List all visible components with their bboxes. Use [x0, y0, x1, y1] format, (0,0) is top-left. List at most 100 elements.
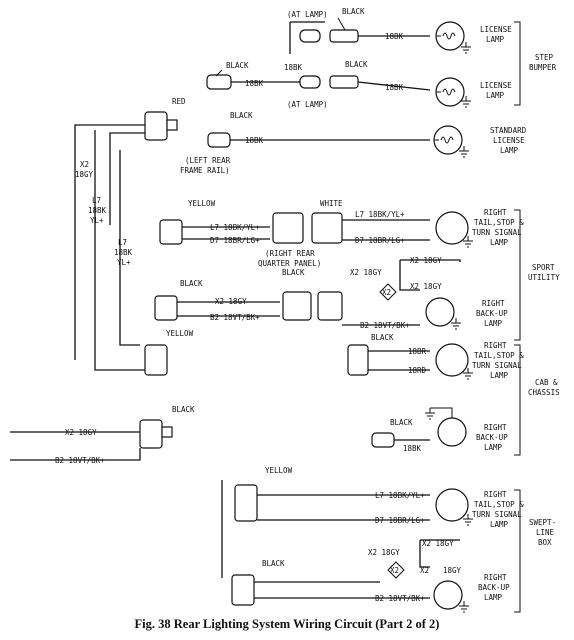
label: BLACK — [371, 333, 394, 342]
label: SPORT — [532, 263, 555, 272]
label: LAMP — [486, 35, 505, 44]
wire-label: YL+ — [90, 216, 104, 225]
ground-icon — [460, 41, 472, 54]
figure-caption: Fig. 38 Rear Lighting System Wiring Circ… — [134, 617, 440, 631]
connector — [371, 432, 395, 448]
connector — [299, 75, 321, 89]
connector — [139, 419, 163, 449]
wire-label: L7 — [92, 196, 101, 205]
connector — [311, 212, 343, 244]
label: TAIL,STOP & — [474, 218, 524, 227]
label: RIGHT — [482, 299, 505, 308]
label: TURN SIGNAL — [472, 510, 522, 519]
label: BLACK — [342, 7, 365, 16]
label: LAMP — [484, 319, 503, 328]
label: LICENSE — [480, 81, 512, 90]
wire-label: B2 18VT/BK+ — [375, 594, 425, 603]
connector — [282, 291, 312, 321]
ground-icon — [458, 600, 470, 613]
label: BOX — [538, 538, 552, 547]
label: BLACK — [226, 61, 249, 70]
wire-label: X2 18GY — [368, 548, 400, 557]
tail-lamp — [435, 211, 469, 245]
connector — [329, 29, 359, 43]
wire-label: L7 — [118, 238, 127, 247]
wire-label: X2 — [420, 566, 429, 575]
wire-label: 18BK — [245, 79, 264, 88]
backup-lamp — [433, 580, 463, 610]
wire-label: B2 18VT/BK+ — [55, 456, 105, 465]
label: BLACK — [172, 405, 195, 414]
label: YELLOW — [265, 466, 293, 475]
cab-chassis-section: BLACK 18BR 18RD YELLOW RIGHT TAIL,STOP &… — [10, 329, 560, 465]
label: BLACK — [180, 279, 203, 288]
label: (AT LAMP) — [287, 100, 328, 109]
label: TURN SIGNAL — [472, 361, 522, 370]
connector — [144, 111, 168, 141]
label: LICENSE — [480, 25, 512, 34]
connector — [317, 291, 343, 321]
label: CHASSIS — [528, 388, 560, 397]
label: LAMP — [486, 91, 505, 100]
label: X2 — [382, 288, 391, 297]
connector — [207, 132, 231, 148]
wire-label: X2 18GY — [215, 297, 247, 306]
label: (AT LAMP) — [287, 10, 328, 19]
label: RIGHT — [484, 573, 507, 582]
label: BACK-UP — [476, 309, 508, 318]
label: LAMP — [484, 443, 503, 452]
license-lamp — [435, 21, 465, 51]
wire-label: 18BK — [245, 136, 264, 145]
label: UTILITY — [528, 273, 560, 282]
label: WHITE — [320, 199, 343, 208]
connector — [154, 295, 178, 321]
wire-label: D7 18BR/LG+ — [210, 236, 260, 245]
label: (LEFT REAR — [185, 156, 231, 165]
label: LINE — [536, 528, 555, 537]
tail-lamp — [435, 488, 469, 522]
wire-label: L7 18BK/YL+ — [210, 223, 260, 232]
label: BLACK — [282, 268, 305, 277]
label: BUMPER — [529, 63, 557, 72]
connector — [329, 75, 359, 89]
backup-lamp — [437, 417, 467, 447]
wire-label: X2 — [80, 160, 89, 169]
wire-label: 18BK — [88, 206, 107, 215]
wire-label: YL+ — [117, 258, 131, 267]
swept-line-section: YELLOW L7 18BK/YL+ D7 18BR/LG+ RIGHT TAI… — [221, 466, 556, 613]
wire-label: D7 18BR/LG+ — [355, 236, 405, 245]
splice-diamond — [387, 561, 405, 579]
label: YELLOW — [188, 199, 216, 208]
label: TAIL,STOP & — [474, 500, 524, 509]
label: QUARTER PANEL) — [258, 259, 321, 268]
wire-label: L7 18BK/YL+ — [375, 491, 425, 500]
label: LAMP — [500, 146, 519, 155]
label: X2 — [390, 566, 399, 575]
label: LAMP — [490, 520, 509, 529]
label: RIGHT — [484, 423, 507, 432]
sport-utility-section: YELLOW L7 18BK/YL+ D7 18BR/LG+ WHITE L7 … — [154, 199, 560, 341]
label: TURN SIGNAL — [472, 228, 522, 237]
label: YELLOW — [166, 329, 194, 338]
label: LAMP — [490, 371, 509, 380]
connector — [272, 212, 304, 244]
label: LICENSE — [493, 136, 525, 145]
label: RIGHT — [484, 208, 507, 217]
connector — [231, 574, 255, 606]
ground-icon — [458, 145, 470, 158]
tail-lamp — [435, 343, 469, 377]
connector — [144, 344, 168, 376]
label: BACK-UP — [478, 583, 510, 592]
label: RIGHT — [484, 490, 507, 499]
wire-label: 18RD — [408, 366, 427, 375]
label: BLACK — [230, 111, 253, 120]
label: RED — [172, 97, 186, 106]
wire-label: 18GY — [75, 170, 94, 179]
label: (RIGHT REAR — [265, 249, 315, 258]
wire-label: 18GY — [443, 566, 462, 575]
wire-label: X2 18GY — [422, 539, 454, 548]
standard-license-section: RED BLACK 18BK (LEFT REAR FRAME RAIL) ST… — [74, 97, 527, 360]
wire-label: 18BK — [385, 32, 404, 41]
connector — [347, 344, 369, 376]
